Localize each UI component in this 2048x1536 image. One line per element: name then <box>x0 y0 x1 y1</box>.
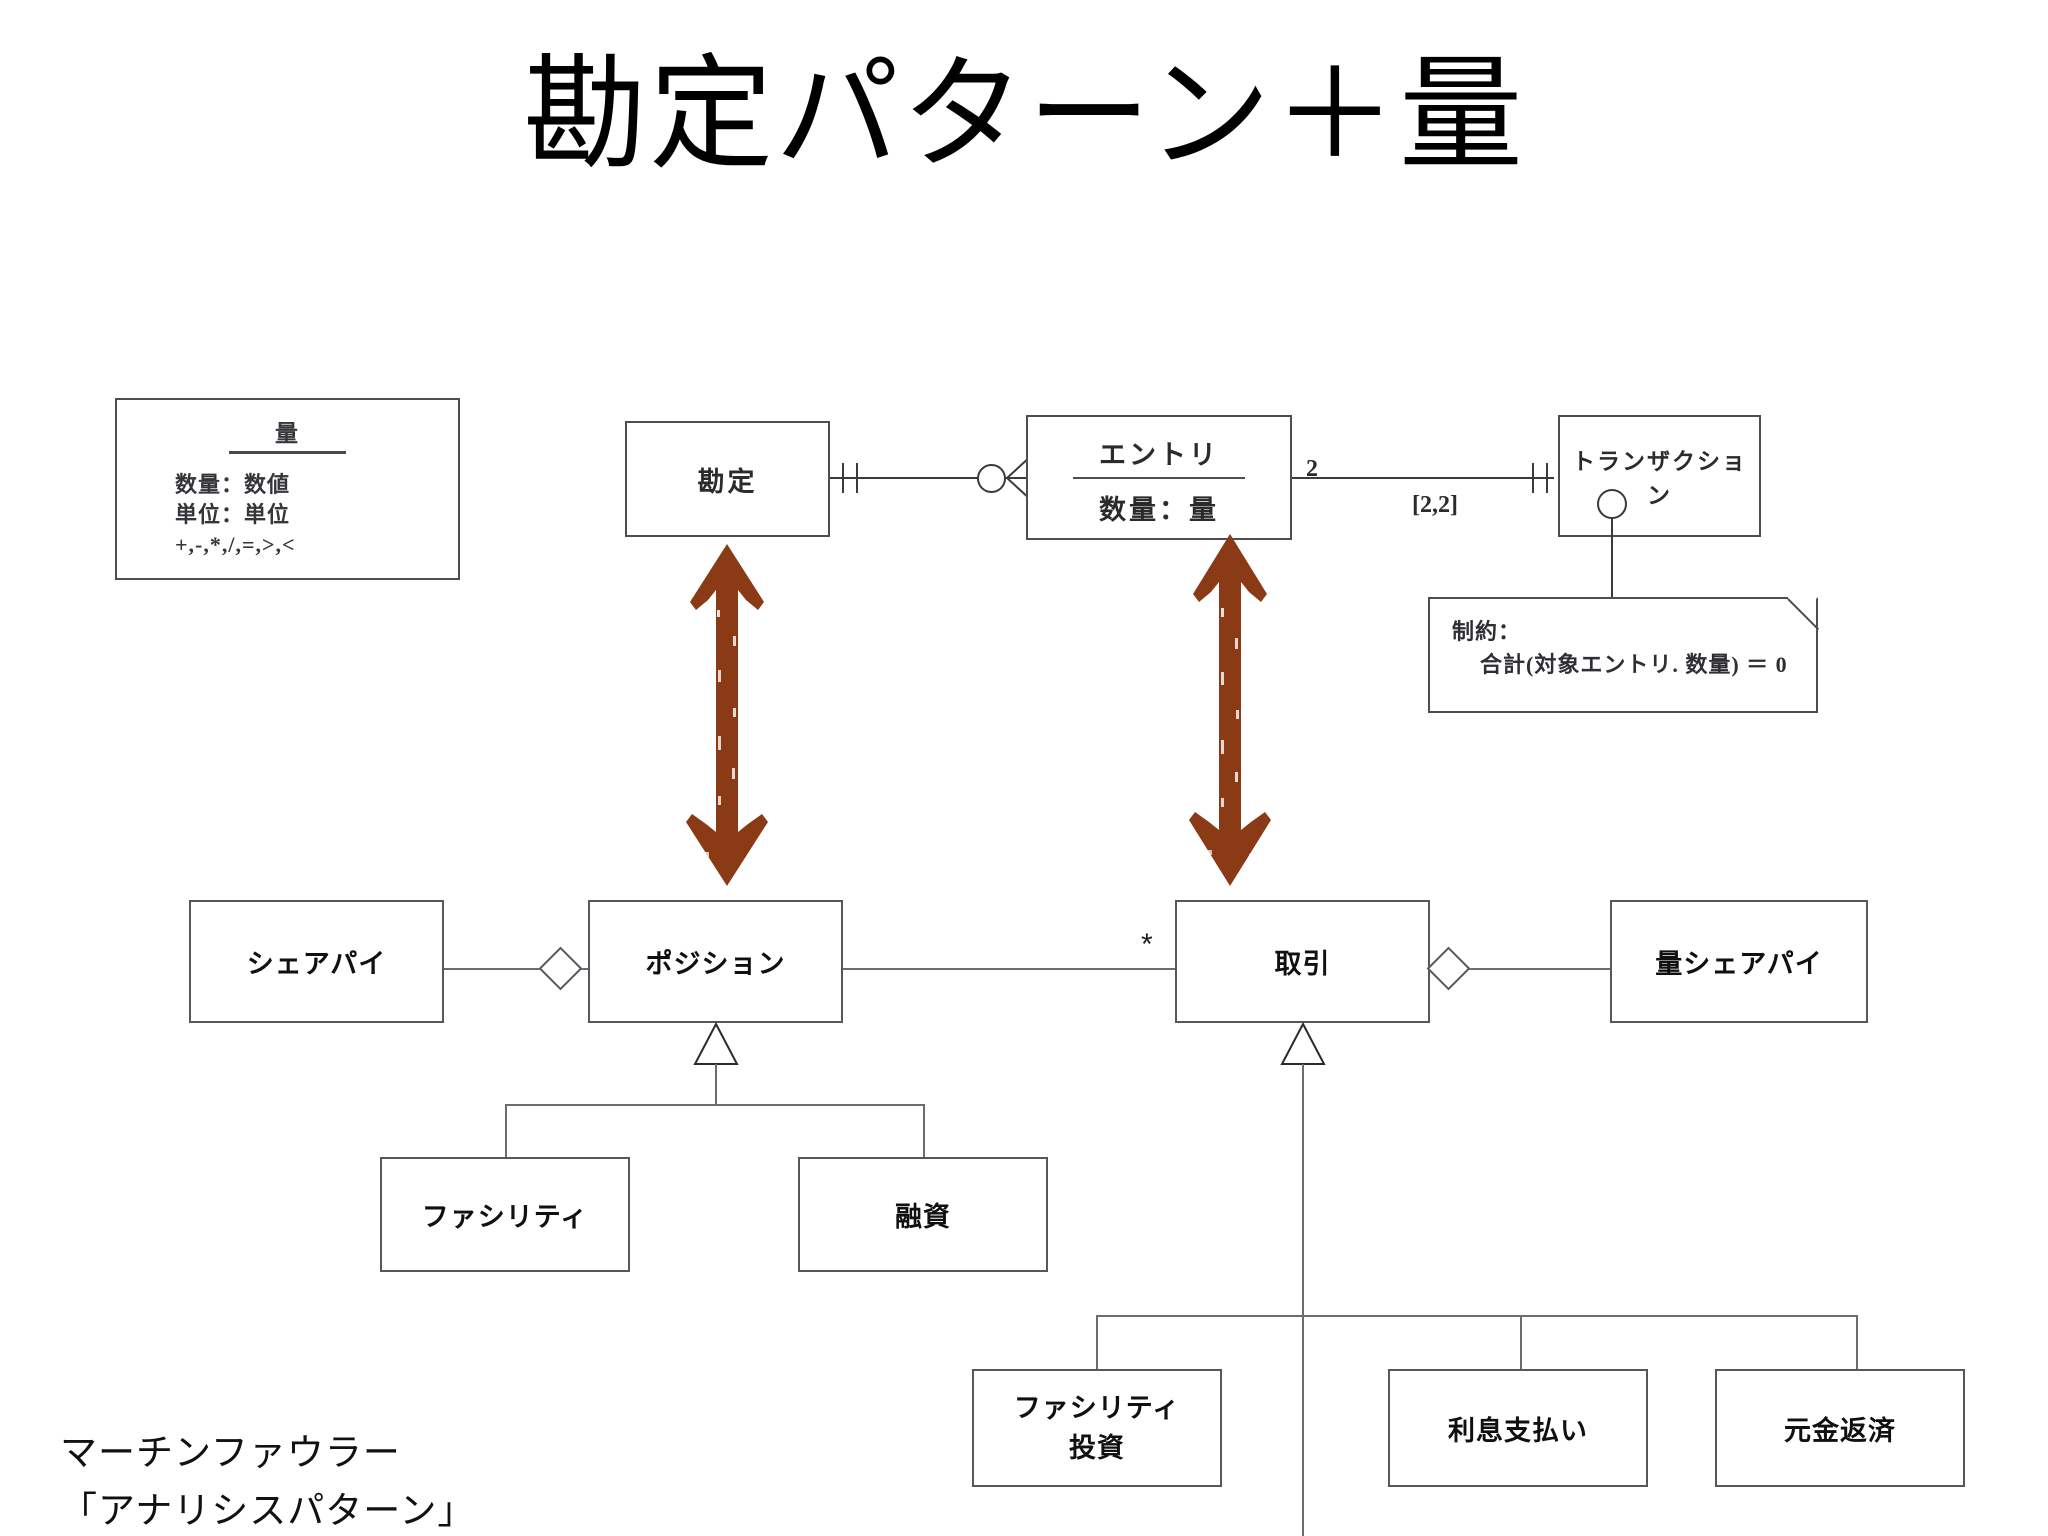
aggregation-diamond-position <box>538 946 583 991</box>
legend-operations: +,-,*,/,=,>,< <box>175 532 296 557</box>
class-name-facility-investment-line1: ファシリティ <box>1013 1393 1181 1423</box>
generalization-drop-principal-repayment <box>1856 1315 1858 1372</box>
class-box-account: 勘定 <box>625 421 830 537</box>
legend-class-body: 数量：数値 単位：単位 +,-,*,/,=,>,< <box>117 454 458 560</box>
multiplicity-position-trade-star: * <box>1141 928 1153 961</box>
multiplicity-entry-transaction-range: [2,2] <box>1412 492 1458 518</box>
note-anchor-circle <box>1597 489 1627 519</box>
generalization-drop-facility <box>505 1104 507 1160</box>
legend-attribute-unit: 単位：単位 <box>175 502 291 527</box>
class-name-entry: エントリ <box>1073 427 1245 479</box>
association-entry-transaction <box>1292 477 1554 479</box>
emphasis-arrow-account-position <box>686 544 768 886</box>
class-name-trade: 取引 <box>1274 949 1331 979</box>
multiplicity-one-tick-c <box>1532 463 1534 493</box>
class-box-facility-investment: ファシリティ 投資 <box>972 1369 1222 1487</box>
association-account-entry <box>830 477 1027 479</box>
class-box-transaction: トランザクション <box>1558 415 1761 537</box>
multiplicity-one-tick-d <box>1546 463 1548 493</box>
generalization-stem-trade <box>1302 1064 1304 1316</box>
constraint-note: 制約： 合計(対象エントリ. 数量) ＝ 0 <box>1428 597 1818 713</box>
class-name-facility-investment-line2: 投資 <box>1069 1433 1125 1463</box>
generalization-bar-trade <box>1096 1315 1858 1317</box>
generalization-bar-position <box>505 1104 925 1106</box>
generalization-drop-interest-payment <box>1520 1315 1522 1372</box>
aggregation-diamond-trade <box>1426 946 1471 991</box>
note-title: 制約： <box>1452 619 1522 644</box>
class-name-principal-repayment: 元金返済 <box>1784 1415 1896 1446</box>
association-position-trade <box>843 968 1175 970</box>
note-body: 合計(対象エントリ. 数量) ＝ 0 <box>1480 652 1788 677</box>
generalization-stem-trade-extension <box>1302 1315 1304 1536</box>
multiplicity-entry-transaction-2: 2 <box>1306 456 1318 482</box>
page-title: 勘定パターン＋量 <box>523 46 1525 184</box>
attribution-book: 「アナリシスパターン」 <box>60 1490 476 1531</box>
class-box-interest-payment: 利息支払い <box>1388 1369 1648 1487</box>
class-box-principal-repayment: 元金返済 <box>1715 1369 1965 1487</box>
legend-attribute-quantity: 数量：数値 <box>175 472 291 497</box>
generalization-drop-loan <box>923 1104 925 1160</box>
generalization-triangle-trade-icon <box>1280 1021 1326 1065</box>
class-name-loan: 融資 <box>895 1202 951 1232</box>
multiplicity-one-tick-a <box>842 463 844 493</box>
note-anchor-line <box>1611 517 1613 599</box>
class-name-quantity-share-pie: 量シェアパイ <box>1655 949 1823 979</box>
class-box-loan: 融資 <box>798 1157 1048 1272</box>
association-trade-quantitysharepie <box>1430 968 1610 970</box>
generalization-drop-facility-investment <box>1096 1315 1098 1372</box>
class-box-entry: エントリ 数量：量 <box>1026 415 1292 540</box>
class-box-share-pie: シェアパイ <box>189 900 444 1023</box>
class-box-trade: 取引 <box>1175 900 1430 1023</box>
association-sharepie-position <box>444 968 590 970</box>
class-attribute-entry-quantity: 数量：量 <box>1099 495 1219 525</box>
class-box-facility: ファシリティ <box>380 1157 630 1272</box>
legend-quantity-class-box: 量 数量：数値 単位：単位 +,-,*,/,=,>,< <box>115 398 460 580</box>
generalization-stem-position <box>715 1064 717 1105</box>
class-name-position: ポジション <box>645 949 786 979</box>
class-name-transaction: トランザクション <box>1572 449 1747 508</box>
class-name-share-pie: シェアパイ <box>246 949 387 979</box>
attribution-text: マーチンファウラー 「アナリシスパターン」 <box>60 1424 475 1536</box>
class-name-facility: ファシリティ <box>421 1202 589 1232</box>
multiplicity-zero-circle <box>977 464 1006 493</box>
generalization-triangle-position-icon <box>693 1021 739 1065</box>
emphasis-arrow-entry-trade <box>1189 534 1271 886</box>
class-box-position: ポジション <box>588 900 843 1023</box>
attribution-author: マーチンファウラー <box>60 1432 401 1473</box>
legend-class-name: 量 <box>117 400 458 454</box>
class-name-interest-payment: 利息支払い <box>1448 1415 1588 1446</box>
class-name-account: 勘定 <box>697 466 758 497</box>
multiplicity-one-tick-b <box>856 463 858 493</box>
class-box-quantity-share-pie: 量シェアパイ <box>1610 900 1868 1023</box>
